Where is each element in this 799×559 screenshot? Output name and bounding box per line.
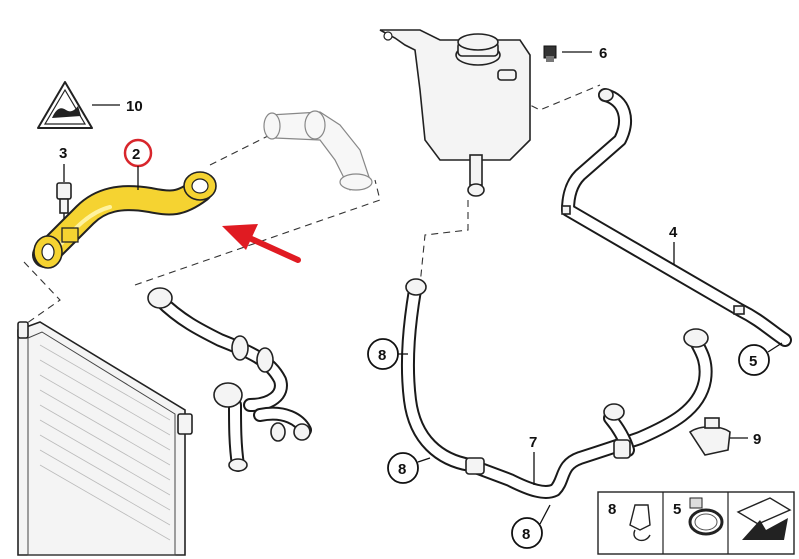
pointer-arrow-icon — [222, 224, 301, 263]
legend-item-5: 5 — [673, 501, 681, 518]
warning-triangle-icon — [37, 81, 93, 129]
callout-10: 10 — [126, 98, 143, 115]
hose-clamp-icon — [688, 497, 724, 536]
leader-line-5 — [767, 342, 783, 353]
engine-outlet-ghost — [263, 110, 373, 191]
callout-6: 6 — [599, 45, 607, 62]
leader-line-8c — [539, 504, 551, 525]
callout-9: 9 — [753, 431, 761, 448]
callout-8a: 8 — [378, 347, 386, 364]
expansion-tank — [379, 29, 531, 197]
callout-2: 2 — [132, 146, 140, 163]
legend-item-8: 8 — [608, 501, 616, 518]
direction-arrow-icon — [736, 497, 792, 540]
leader-line-8b — [417, 457, 431, 463]
hose-clamp — [688, 417, 731, 456]
dashed-connectors — [19, 84, 601, 329]
lower-engine-hose — [147, 287, 312, 472]
callout-8c-ring — [511, 517, 543, 549]
callout-8b: 8 — [398, 461, 406, 478]
spring-clip-icon — [629, 504, 651, 542]
callout-3: 3 — [59, 145, 67, 162]
callout-8c: 8 — [522, 526, 530, 543]
bleed-screw — [543, 45, 557, 62]
callout-5-ring — [738, 344, 770, 376]
vent-line — [561, 88, 792, 347]
callout-4: 4 — [669, 224, 678, 241]
radiator — [17, 321, 193, 556]
callout-5: 5 — [749, 353, 757, 370]
callout-7: 7 — [529, 434, 537, 451]
heater-hose — [400, 278, 713, 499]
callout-8b-ring — [387, 452, 419, 484]
radiator-hose-highlighted — [32, 171, 217, 269]
